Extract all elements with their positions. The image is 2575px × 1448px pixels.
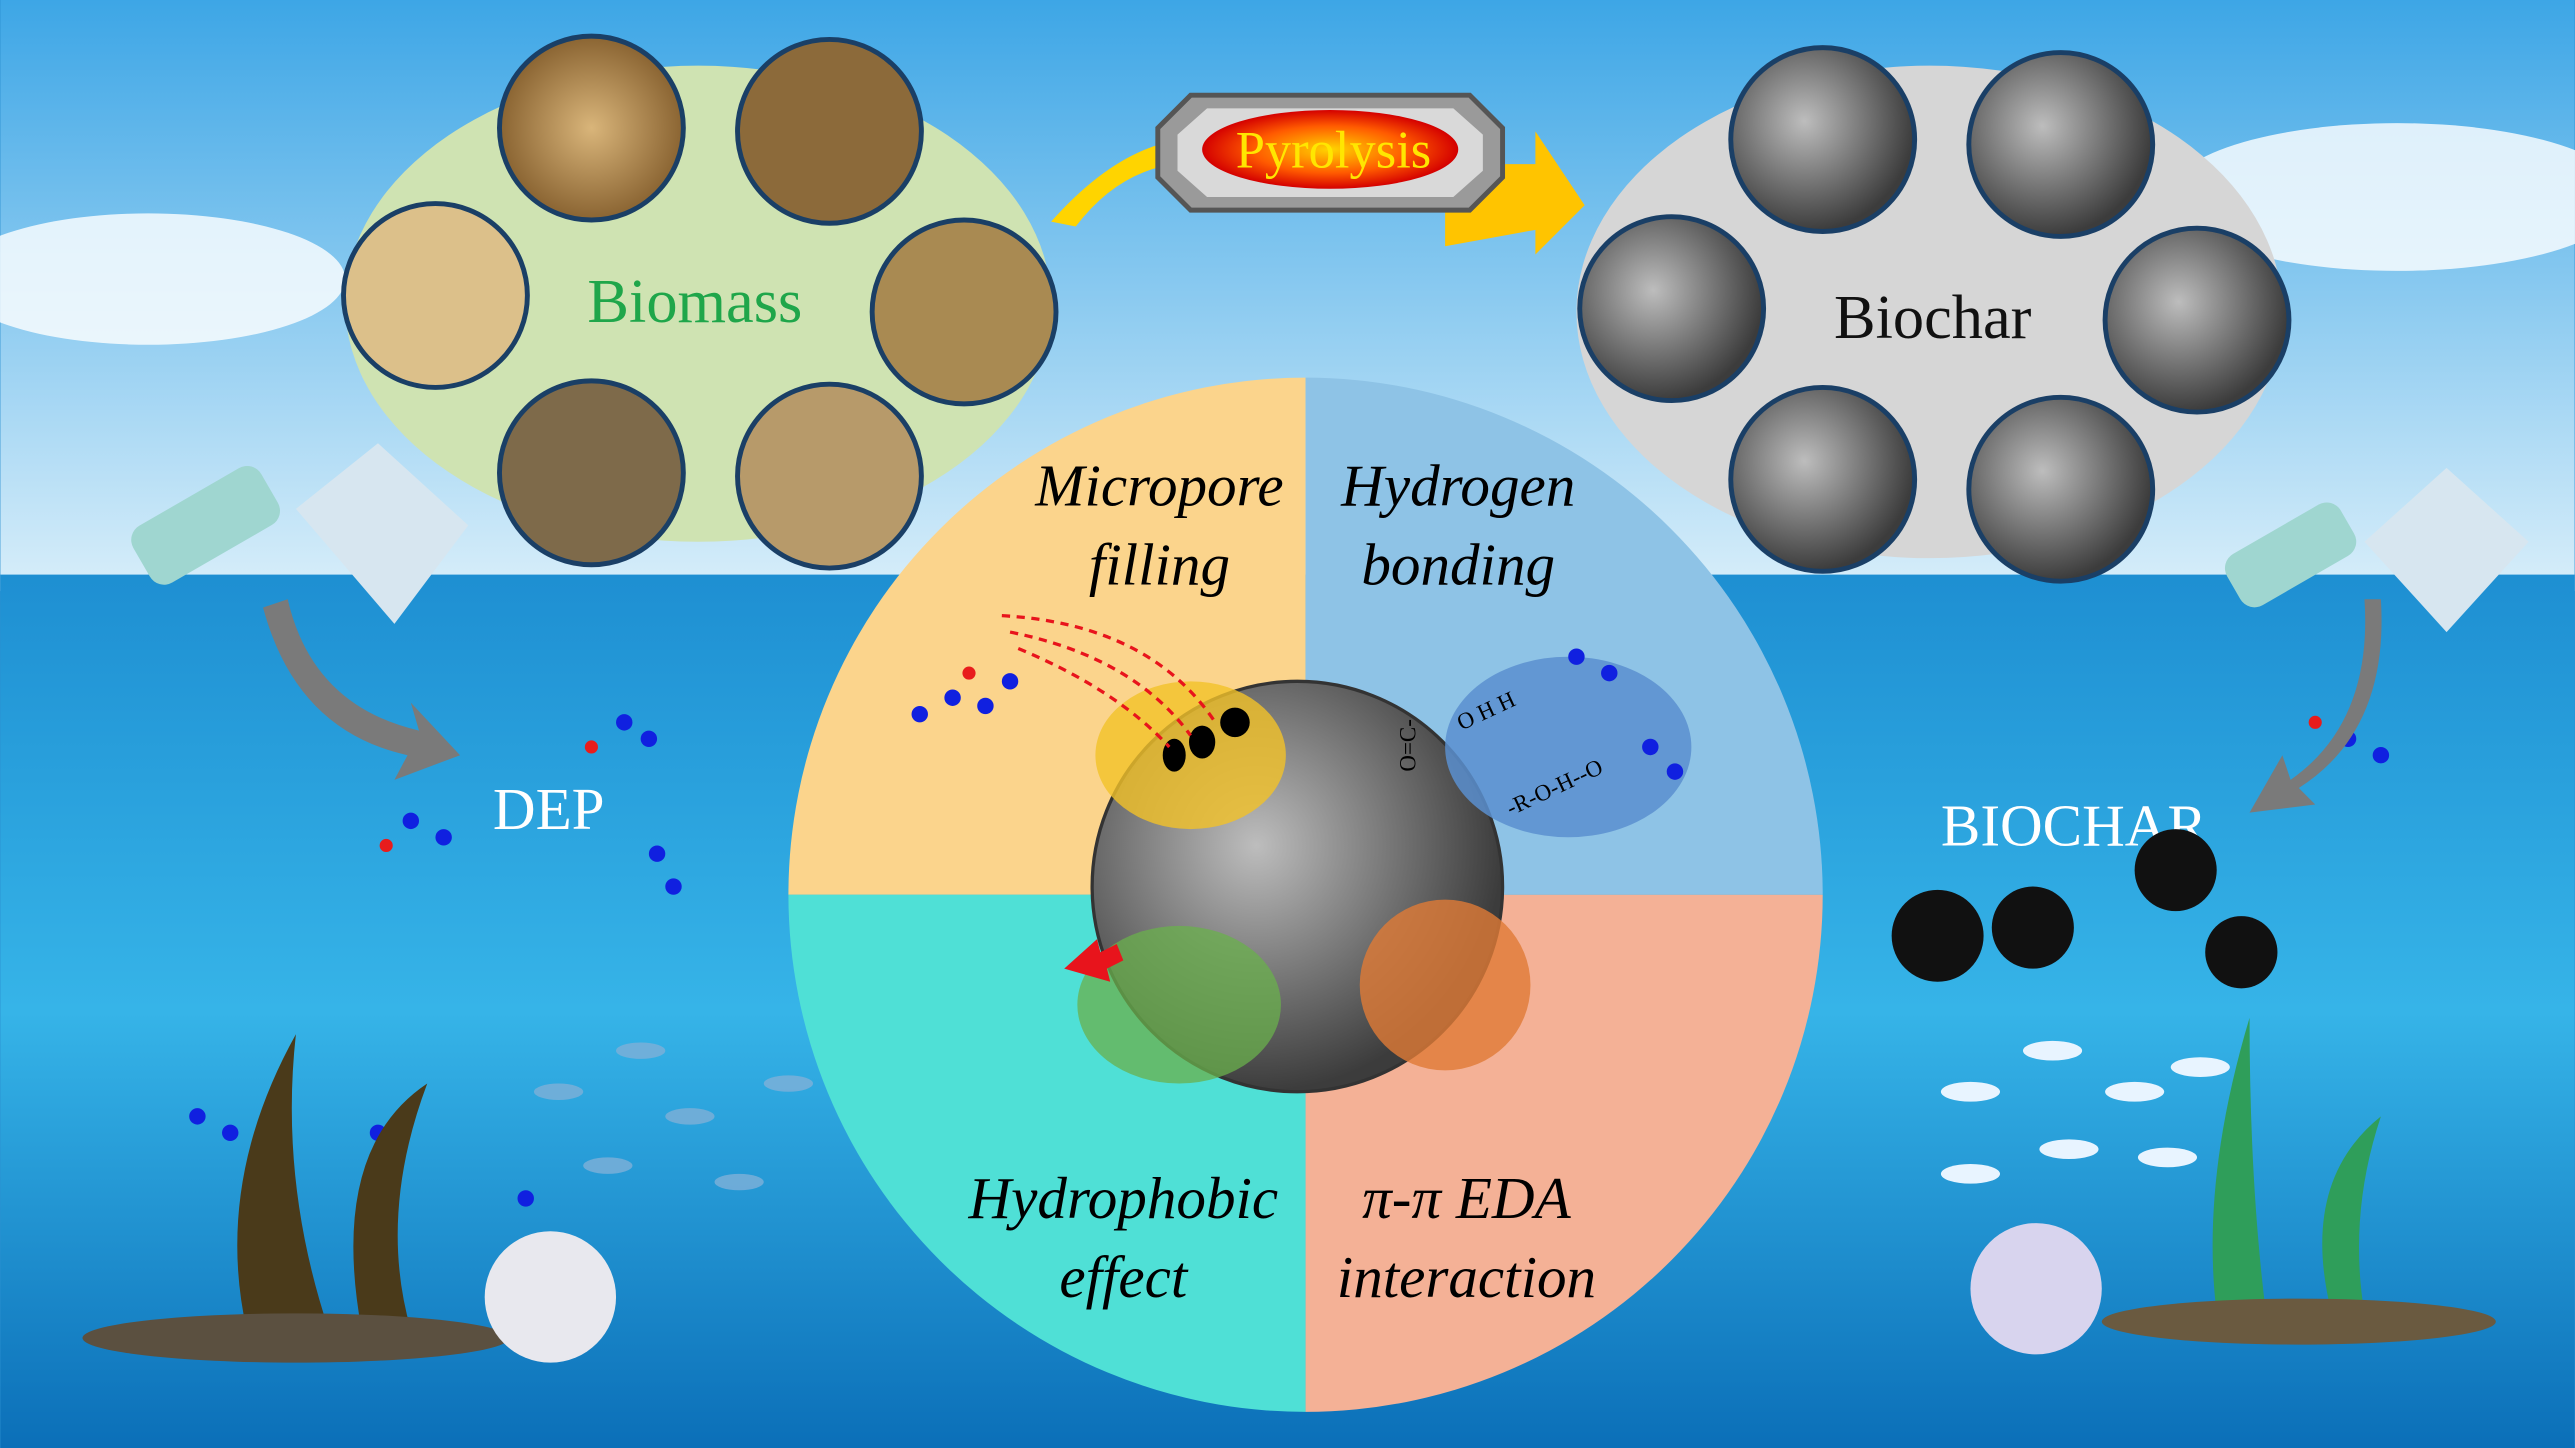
micropore-highlight: [1095, 681, 1286, 830]
hbond-text-c: O=C-: [1396, 719, 1421, 772]
biomass-label: Biomass: [587, 267, 802, 336]
double-arrow-icon: [1064, 939, 1124, 982]
plastic-bag-icon: [2364, 467, 2529, 633]
sem-image: [1728, 45, 1918, 234]
pyrolysis-label: Pyrolysis: [1236, 121, 1432, 179]
biomass-group: Biomass: [341, 33, 1059, 571]
biomass-photo: [869, 217, 1059, 407]
fish-school: [533, 1042, 814, 1191]
biomass-photo: [497, 378, 686, 568]
plastic-bottle-icon: [2224, 502, 2357, 608]
mechanism-hydrophobic-line2: effect: [1059, 1244, 1189, 1310]
biomass-photo: [735, 36, 924, 226]
cloud: [2167, 123, 2575, 271]
sem-image: [1728, 384, 1918, 574]
sem-image: [1966, 50, 2156, 239]
dep-molecules: [189, 648, 2390, 1207]
cloud: [0, 213, 346, 345]
pi-pi-highlight: [1359, 899, 1531, 1071]
mechanism-micropore-line1: Micropore: [1034, 453, 1283, 519]
mechanism-hydrogen-line1: Hydrogen: [1340, 453, 1575, 519]
arrow-left-curve: [1051, 139, 1183, 227]
biomass-photo: [735, 381, 924, 571]
biochar-label: Biochar: [1834, 283, 2032, 352]
mechanism-hydrophobic-line1: Hydrophobic: [968, 1165, 1279, 1231]
mechanism-hydrogen-line2: bonding: [1361, 531, 1555, 597]
left-scene: DEP: [82, 443, 814, 1363]
biomass-photo: [497, 33, 686, 223]
seabed-rocks: [2101, 1298, 2496, 1345]
sem-image: [2102, 225, 2292, 415]
plastic-bottle-icon: [131, 465, 280, 585]
seaweed: [237, 1034, 428, 1330]
sem-image: [1966, 394, 2156, 584]
pyrolysis-group: Pyrolysis: [1051, 92, 1585, 255]
mechanism-micropore-line2: filling: [1089, 531, 1230, 597]
plastic-bag-icon: [295, 443, 469, 624]
mechanism-pi-line2: interaction: [1337, 1244, 1596, 1310]
seaweed: [2212, 1017, 2381, 1314]
mechanism-pi-line1: π-π EDA: [1362, 1165, 1571, 1231]
sea-anemone: [1970, 1223, 2102, 1355]
arrow-down-icon: [2249, 599, 2382, 813]
mechanism-wheel: O H H -R-O-H--O O=C- Micropore filling H…: [788, 377, 1823, 1412]
dep-label: DEP: [493, 776, 605, 842]
arrow-down-icon: [263, 599, 461, 780]
biochar-group: Biochar: [1576, 45, 2292, 584]
fish-school: [1940, 1040, 2230, 1184]
biochar-particles: [1891, 829, 2278, 989]
sea-anemone: [484, 1231, 617, 1363]
arrow-right-curve: [1445, 131, 1585, 255]
right-scene: BIOCHAR: [1891, 467, 2529, 1355]
hydrophobic-highlight: [1077, 925, 1281, 1084]
hbond-highlight: [1445, 656, 1692, 838]
sem-image: [1577, 214, 1767, 404]
seabed-rocks: [82, 1313, 510, 1363]
biomass-photo: [341, 201, 530, 390]
